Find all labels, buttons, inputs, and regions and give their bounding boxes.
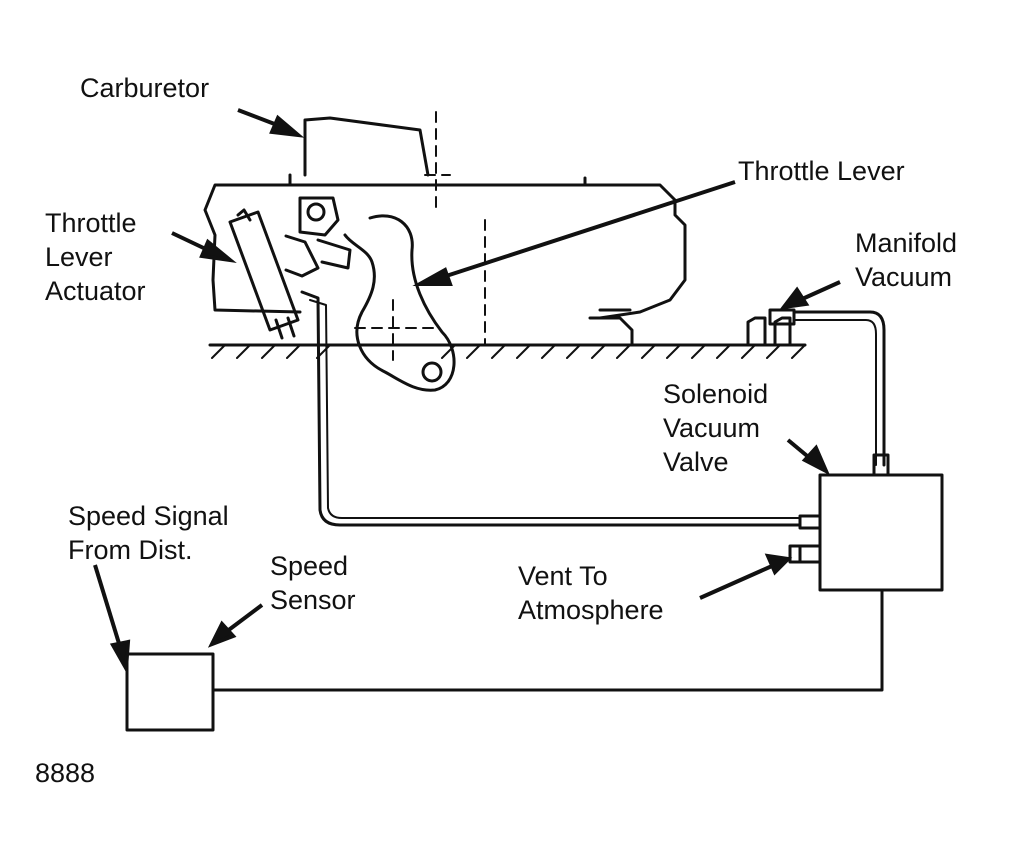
actuator-vacuum-hose-inner: [309, 299, 801, 519]
speed-sensor-label-1: Speed: [270, 551, 349, 581]
sensor-wire: [211, 588, 884, 692]
speed-signal-label-2: From Dist.: [68, 535, 193, 565]
figure-number: 8888: [35, 758, 96, 788]
speed-sensor-box: [125, 652, 215, 732]
solenoid-vacuum-valve-label-2: Vacuum: [663, 413, 761, 443]
carburetor-label: Carburetor: [80, 73, 210, 103]
solenoid-vacuum-valve-label-1: Solenoid: [663, 379, 769, 409]
throttle-lever-actuator-part: [228, 196, 352, 340]
vent-to-atmosphere-label-1: Vent To: [518, 561, 608, 591]
throttle-lever-actuator-label-3: Actuator: [45, 276, 146, 306]
throttle-lever-label: Throttle Lever: [738, 156, 905, 186]
carburetor-body: [203, 116, 687, 347]
speed-sensor-label-2: Sensor: [270, 585, 356, 615]
throttle-lever-part: [343, 214, 456, 392]
leader-arrows: [93, 108, 841, 675]
manifold-vacuum-label-1: Manifold: [855, 228, 958, 258]
manifold-surface: [208, 343, 807, 359]
throttle-lever-actuator-label-1: Throttle: [45, 208, 137, 238]
solenoid-vacuum-valve-label-3: Valve: [663, 447, 729, 477]
manifold-vacuum-label-2: Vacuum: [855, 262, 953, 292]
speed-signal-label-1: Speed Signal: [68, 501, 229, 531]
solenoid-vacuum-valve: [788, 453, 944, 592]
actuator-vacuum-hose: [300, 290, 802, 527]
centerlines: [354, 111, 486, 361]
throttle-lever-actuator-label-2: Lever: [45, 242, 113, 272]
manifold-vacuum-fitting: [746, 308, 886, 467]
vent-to-atmosphere-label-2: Atmosphere: [518, 595, 664, 625]
